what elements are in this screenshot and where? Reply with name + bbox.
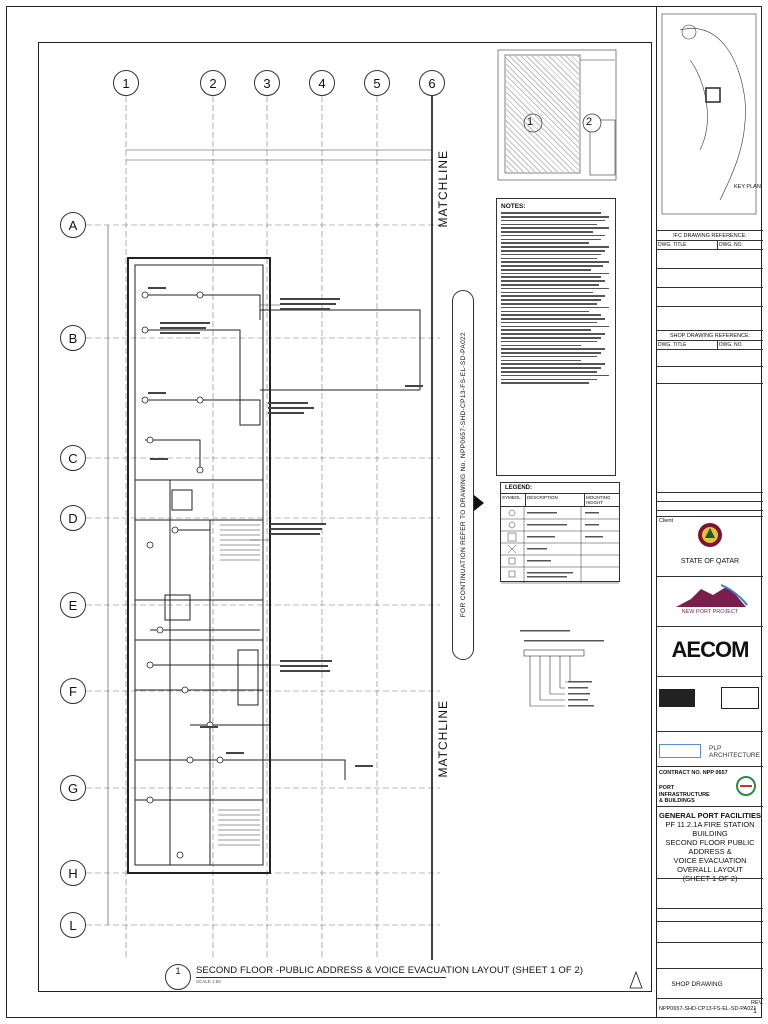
grid-bubble-col: 2 <box>200 70 226 96</box>
revision-number: 1 <box>753 1008 757 1015</box>
revision-table <box>657 492 763 517</box>
caption-bubble: 1 <box>165 964 191 990</box>
shop-reference-heading: SHOP DRAWING REFERENCE: <box>669 333 751 339</box>
caption-number: 1 <box>175 966 181 976</box>
caption-underline <box>196 977 446 978</box>
architect-logo: PLP ARCHITECTURE <box>709 745 760 759</box>
legend-panel: LEGEND: SYMBOL DESCRIPTION MOUNTING HEIG… <box>500 482 620 584</box>
drawing-frame <box>38 42 652 992</box>
grid-bubble-row: E <box>60 592 86 618</box>
client-label: Client <box>659 518 674 524</box>
grid-bubble-row: L <box>60 912 86 938</box>
key-plan-grid-1: 1 <box>527 116 534 128</box>
legend-col-height: MOUNTING HEIGHT <box>584 494 619 506</box>
legend-col-description: DESCRIPTION <box>525 494 584 506</box>
key-plan-label: KEY PLAN <box>734 184 761 190</box>
contractor-emblem-icon <box>736 776 756 796</box>
grid-bubble-row: C <box>60 445 86 471</box>
consultant-logo: AECOM <box>671 637 750 662</box>
drawing-number: NPP0657-SHD-CP13-FS-EL-SD-PA021 <box>659 1006 757 1012</box>
grid-bubble-row: F <box>60 678 86 704</box>
client-name: STATE OF QATAR <box>680 558 740 565</box>
contractor-logo-2 <box>721 687 759 709</box>
key-plan-grid-2: 2 <box>586 116 593 128</box>
contract-section: CONTRACT NO. NPP 0657 PORT INFRASTRUCTUR… <box>657 766 763 807</box>
continuation-note: FOR CONTINUATION REFER TO DRAWING No. NP… <box>459 332 467 618</box>
grid-bubble-row: G <box>60 775 86 801</box>
notices-section <box>657 878 763 909</box>
grid-bubble-row: D <box>60 505 86 531</box>
key-plan-hatch <box>506 56 579 172</box>
qatar-emblem-icon <box>698 523 722 547</box>
grid-bubble-col: 1 <box>113 70 139 96</box>
drawing-status: SHOP DRAWING <box>671 981 723 988</box>
title-block: IFC DRAWING REFERENCE: DWG. TITLE DWG. N… <box>656 6 763 1018</box>
drawing-title-line-2: PF 11.2.1A FIRE STATION BUILDING <box>665 820 755 838</box>
grid-bubble-row: B <box>60 325 86 351</box>
ifc-col-number: DWG. NO. <box>717 240 763 249</box>
architect-logo-1 <box>659 744 701 758</box>
shop-reference-table: SHOP DRAWING REFERENCE: DWG. TITLE DWG. … <box>657 330 763 431</box>
notes-text-block <box>497 212 615 384</box>
contractor-section <box>657 676 763 732</box>
grid-bubble-col: 4 <box>309 70 335 96</box>
notes-panel: NOTES: <box>496 198 616 476</box>
client-section: Client STATE OF QATAR <box>657 516 763 577</box>
consultant-section: AECOM <box>657 626 763 677</box>
signature-section <box>657 908 763 969</box>
legend-header-row: SYMBOL DESCRIPTION MOUNTING HEIGHT <box>501 493 619 507</box>
layout-caption: SECOND FLOOR -PUBLIC ADDRESS & VOICE EVA… <box>196 965 584 976</box>
legend-rows <box>501 507 619 584</box>
layout-caption-scale: SCALE 1:50 <box>196 979 221 984</box>
matchline-label-top: MATCHLINE <box>436 150 450 228</box>
drawing-number-section: NPP0657-SHD-CP13-FS-EL-SD-PA021 REV. 1 <box>657 998 763 1019</box>
continuation-note-frame: FOR CONTINUATION REFER TO DRAWING No. NP… <box>452 290 474 660</box>
grid-bubble-col: 3 <box>254 70 280 96</box>
contract-number: CONTRACT NO. NPP 0657 <box>659 770 728 776</box>
drawing-title-line-1: GENERAL PORT FACILITIES <box>659 811 761 820</box>
cable-label-diagram <box>520 630 604 707</box>
grid-bubble-row: H <box>60 860 86 886</box>
ifc-reference-table: IFC DRAWING REFERENCE: DWG. TITLE DWG. N… <box>657 230 763 331</box>
legend-heading: LEGEND: <box>505 485 532 491</box>
drawing-sheet <box>6 6 762 1018</box>
shop-col-number: DWG. NO. <box>717 340 763 349</box>
drawing-title-line-4: VOICE EVACUATION OVERALL LAYOUT <box>673 856 747 874</box>
new-port-project-logo <box>676 584 748 607</box>
shop-col-title: DWG. TITLE <box>658 341 687 348</box>
notes-heading: NOTES: <box>501 203 526 210</box>
grid-bubble-col: 6 <box>419 70 445 96</box>
revision-label: REV. <box>751 1000 764 1006</box>
contractor-logo-1 <box>659 689 695 707</box>
legend-col-symbol: SYMBOL <box>502 495 521 500</box>
matchline-label-bottom: MATCHLINE <box>436 700 450 778</box>
ifc-col-title: DWG. TITLE <box>658 241 687 248</box>
contract-title: PORT INFRASTRUCTURE & BUILDINGS <box>659 785 710 804</box>
grid-bubble-col: 5 <box>364 70 390 96</box>
drawing-title-section: GENERAL PORT FACILITIES PF 11.2.1A FIRE … <box>657 806 763 883</box>
project-section: NEW PORT PROJECT <box>657 576 763 627</box>
ifc-reference-heading: IFC DRAWING REFERENCE: <box>673 233 747 239</box>
project-name: NEW PORT PROJECT <box>681 609 739 615</box>
architect-section: PLP ARCHITECTURE <box>657 731 763 767</box>
grid-bubble-row: A <box>60 212 86 238</box>
status-section: SHOP DRAWING <box>657 968 763 999</box>
drawing-title-line-3: SECOND FLOOR PUBLIC ADDRESS & <box>665 838 755 856</box>
